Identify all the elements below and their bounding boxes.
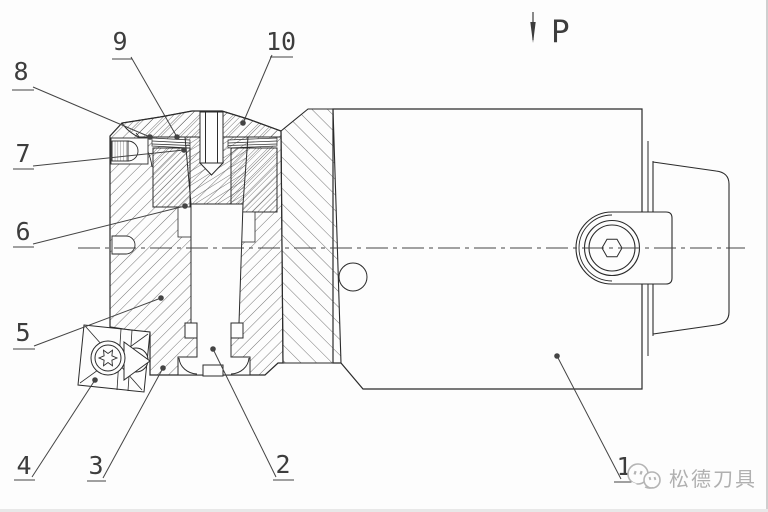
callout-8: 8	[13, 57, 29, 86]
callout-4: 4	[16, 451, 32, 480]
callout-10: 10	[266, 27, 297, 56]
callout-9: 9	[112, 27, 128, 56]
callout-7: 7	[15, 139, 31, 168]
callout-5: 5	[15, 318, 31, 347]
watermark: 松德刀具	[626, 462, 757, 492]
center-socket-hole	[198, 111, 225, 176]
view-direction-arrow-icon	[530, 12, 536, 43]
right-edge-shadow	[766, 0, 768, 512]
arbor-detent-hole	[338, 262, 368, 292]
torx-socket-icon	[97, 349, 119, 367]
arbor-flange-section	[280, 108, 342, 364]
callout-2: 2	[275, 450, 291, 479]
side-wall-slot	[111, 235, 136, 255]
callout-3: 3	[88, 451, 104, 480]
bottom-edge-shadow	[0, 509, 768, 512]
clamp-bolt	[177, 203, 251, 377]
watermark-brand-text: 松德刀具	[669, 468, 757, 491]
view-label-p: P	[551, 14, 570, 50]
callout-6: 6	[15, 217, 31, 246]
callout-leaders	[12, 54, 634, 483]
insert-assembly	[77, 324, 151, 393]
chat-bubbles-icon	[627, 463, 661, 489]
side-set-screw	[110, 137, 149, 165]
